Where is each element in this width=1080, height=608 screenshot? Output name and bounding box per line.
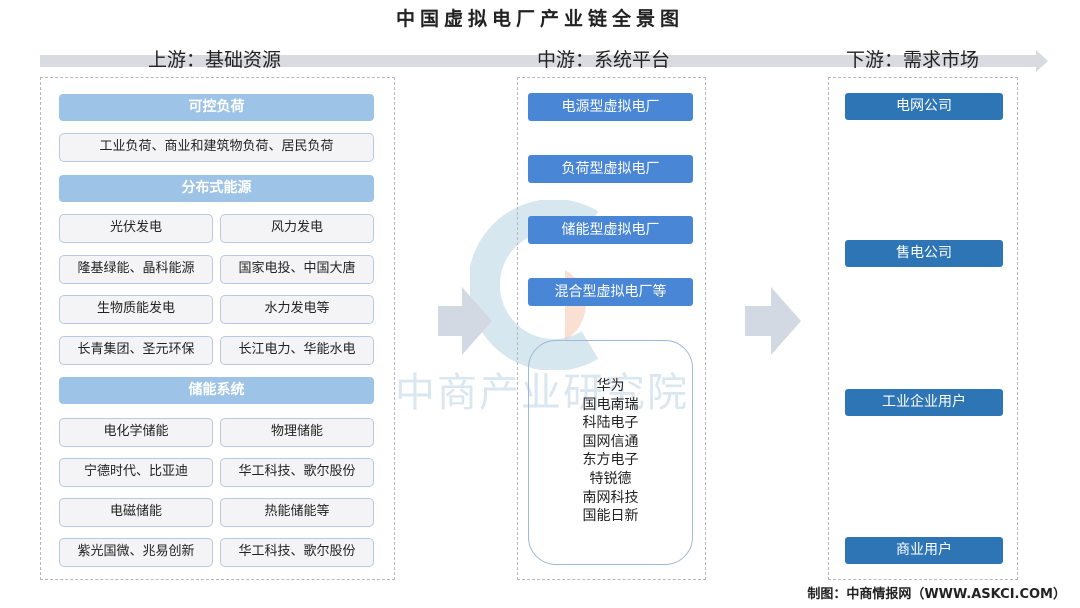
flow-bar	[40, 55, 1038, 67]
upstream-item: 长青集团、圣元环保	[59, 336, 213, 365]
upstream-item: 生物质能发电	[59, 295, 213, 324]
flow-arrow-icon	[438, 287, 492, 355]
upstream-item: 隆基绿能、晶科能源	[59, 255, 213, 284]
company: 南网科技	[582, 489, 639, 506]
vpp-type-box: 混合型虚拟电厂等	[528, 278, 693, 306]
page-title: 中国虚拟电厂产业链全景图	[395, 8, 684, 30]
flow-arrow-icon	[745, 287, 801, 355]
midstream-panel	[517, 77, 706, 580]
group-header-distributed-energy: 分布式能源	[59, 175, 374, 202]
upstream-item: 水力发电等	[220, 295, 374, 324]
watermark-text: 中商产业研究院	[395, 370, 689, 416]
company: 国网信通	[582, 433, 639, 450]
demand-box: 售电公司	[845, 240, 1003, 267]
company: 东方电子	[582, 452, 639, 469]
company: 国电南瑞	[582, 396, 639, 413]
company: 国能日新	[582, 508, 639, 525]
upstream-item: 工业负荷、商业和建筑物负荷、居民负荷	[59, 133, 374, 162]
upstream-panel	[40, 77, 395, 580]
upstream-item: 宁德时代、比亚迪	[59, 458, 213, 487]
midstream-companies: 华为 国电南瑞 科陆电子 国网信通 东方电子 特锐德 南网科技 国能日新	[528, 340, 693, 565]
upstream-item: 热能储能等	[220, 498, 374, 527]
upstream-item: 国家电投、中国大唐	[220, 255, 374, 284]
company: 华为	[596, 378, 625, 394]
group-header-controllable-load: 可控负荷	[59, 94, 374, 121]
source-credit: 制图：中商情报网（WWW.ASKCI.COM）	[807, 587, 1066, 602]
flow-arrowhead	[1036, 50, 1048, 72]
demand-box: 电网公司	[845, 93, 1003, 120]
upstream-item: 华工科技、歌尔股份	[220, 538, 374, 567]
company: 科陆电子	[582, 415, 639, 432]
upstream-item: 风力发电	[220, 214, 374, 243]
demand-box: 工业企业用户	[845, 389, 1003, 416]
demand-box: 商业用户	[845, 537, 1003, 564]
upstream-item: 华工科技、歌尔股份	[220, 458, 374, 487]
upstream-item: 电磁储能	[59, 498, 213, 527]
vpp-type-box: 电源型虚拟电厂	[528, 93, 693, 121]
midstream-heading: 中游：系统平台	[537, 49, 671, 71]
vpp-type-box: 负荷型虚拟电厂	[528, 155, 693, 183]
upstream-item: 紫光国微、兆易创新	[59, 538, 213, 567]
upstream-item: 长江电力、华能水电	[220, 336, 374, 365]
company: 特锐德	[589, 470, 632, 487]
upstream-item: 光伏发电	[59, 214, 213, 243]
upstream-item: 电化学储能	[59, 418, 213, 447]
downstream-panel	[828, 77, 1018, 580]
group-header-energy-storage: 储能系统	[59, 377, 374, 404]
upstream-item: 物理储能	[220, 418, 374, 447]
upstream-heading: 上游：基础资源	[148, 49, 282, 71]
vpp-type-box: 储能型虚拟电厂	[528, 216, 693, 244]
downstream-heading: 下游：需求市场	[846, 49, 980, 71]
